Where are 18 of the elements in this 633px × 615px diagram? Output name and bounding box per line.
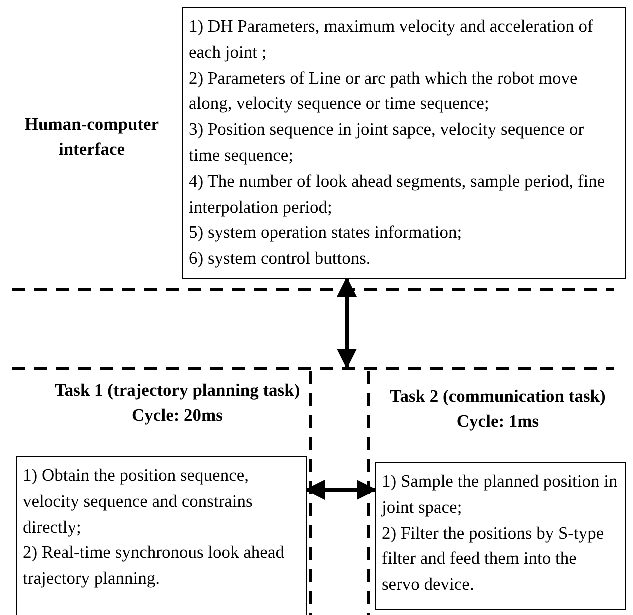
list-item: 3) Position sequence in joint sapce, velocity sequence or time sequence; — [189, 118, 586, 167]
heading: Task 1 (trajectory planning task) Cycle: 20ms — [54, 379, 302, 427]
list-item: 6) system control buttons. — [189, 247, 372, 270]
list-item: 5) system operation states information; — [189, 221, 464, 244]
double-arrow — [305, 480, 377, 500]
text-box — [375, 462, 626, 610]
list-item: 1) Sample the planned position in joint space; — [382, 470, 619, 519]
list-item: 1) Obtain the position sequence, velocity sequence and constrains directly; — [23, 464, 254, 539]
list-item: 2) Real-time synchronous look ahead trajectory planning. — [23, 541, 286, 590]
list-item: 2) Filter the positions by S-type filter and feed them into the servo device. — [382, 522, 606, 596]
list-item: 1) DH Parameters, maximum velocity and acceleration of each joint ; — [189, 15, 594, 64]
list-item: 4) The number of look ahead segments, sample period, fine interpolation period; — [189, 170, 606, 219]
double-arrow — [337, 277, 357, 369]
heading: Task 2 (communication task) Cycle: 1ms — [389, 385, 607, 433]
list-item: 2) Parameters of Line or arc path which the robot move along, velocity sequence or time sequence; — [189, 66, 579, 116]
text-box — [16, 456, 307, 615]
text-box — [182, 7, 626, 279]
heading: Human-computer interface — [24, 113, 160, 161]
